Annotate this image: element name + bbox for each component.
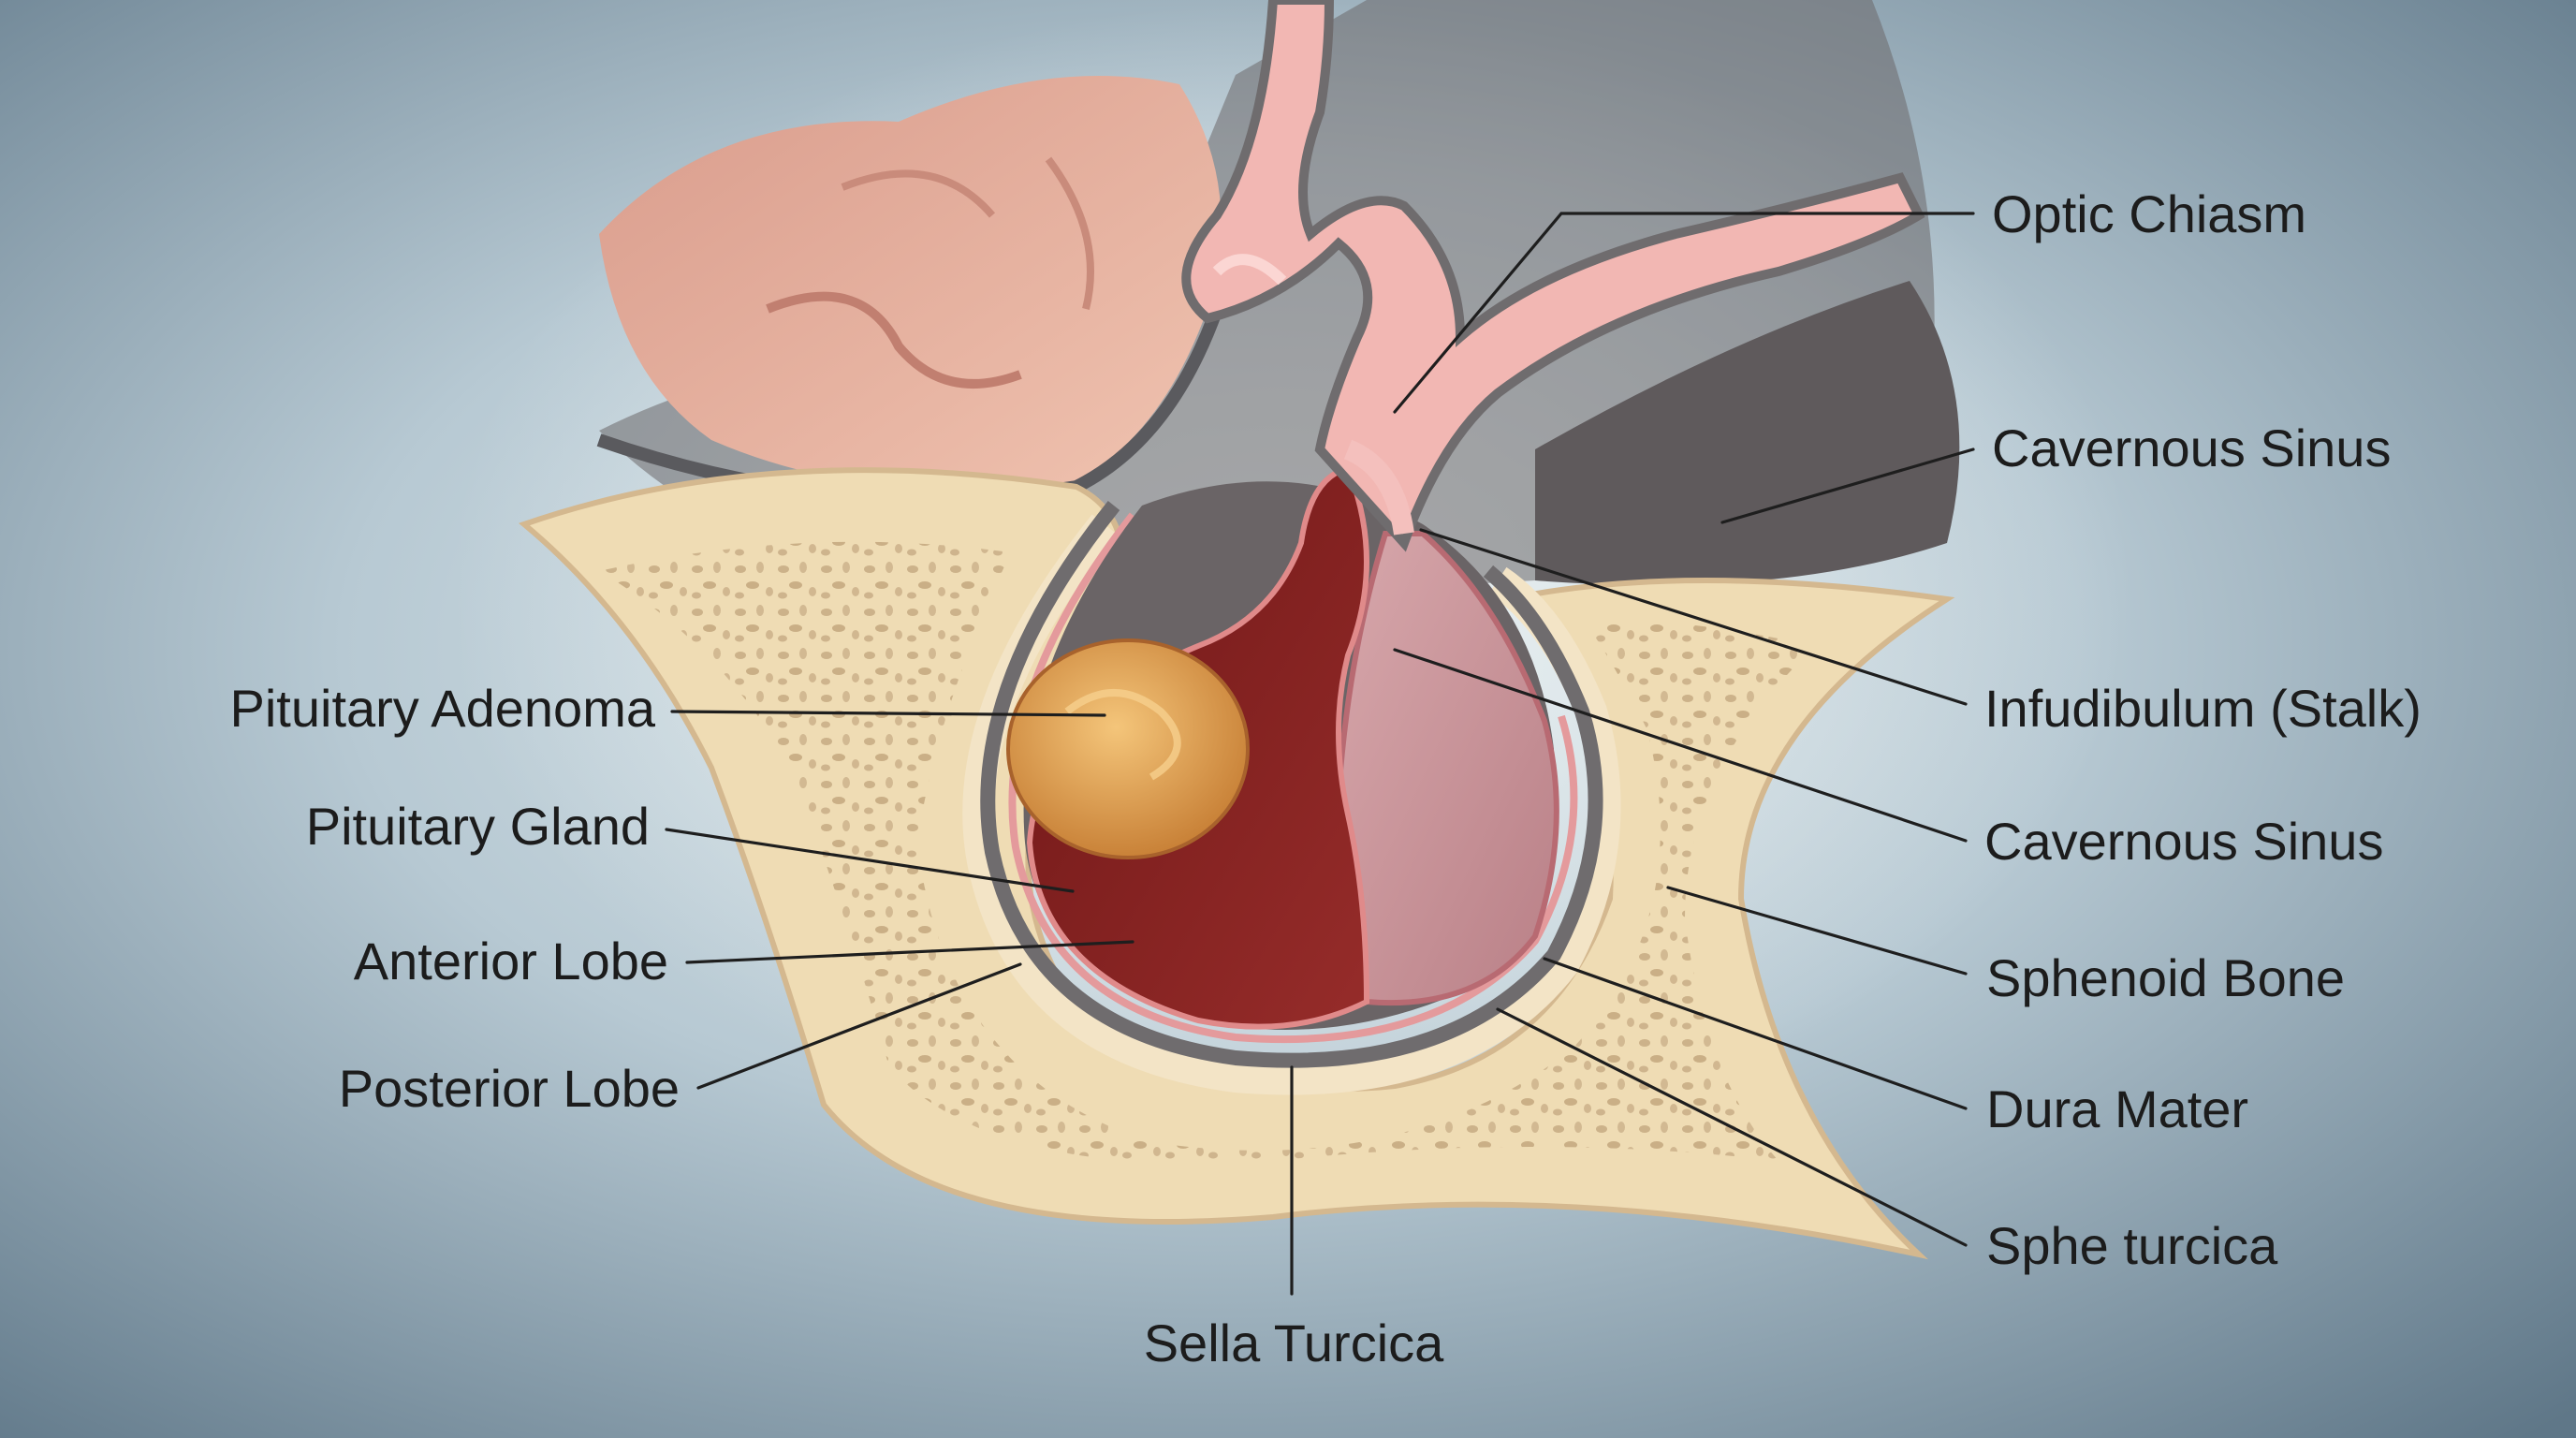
label-infundibulum: Infudibulum (Stalk) bbox=[1984, 679, 2422, 738]
posterior-lobe-shape bbox=[1335, 531, 1559, 1006]
leader-line-cavernous-sinus-upper bbox=[1720, 448, 1975, 524]
leader-line-optic-chiasm bbox=[1393, 212, 1975, 414]
label-sella-turcica: Sella Turcica bbox=[1144, 1313, 1444, 1372]
label-pituitary-gland: Pituitary Gland bbox=[306, 797, 650, 856]
leader-line-anterior-lobe bbox=[685, 940, 1134, 964]
leader-line-dura-mater bbox=[1543, 957, 1968, 1110]
leader-line-pituitary-gland bbox=[665, 828, 1075, 893]
leader-line-cavernous-sinus-lower bbox=[1393, 648, 1968, 843]
brain-fold bbox=[841, 169, 996, 218]
label-cavernous-sinus-upper: Cavernous Sinus bbox=[1992, 418, 2391, 477]
leader-line-pituitary-adenoma bbox=[670, 710, 1106, 717]
leader-line-sphe-turcica bbox=[1496, 1007, 1968, 1247]
label-dura-mater: Dura Mater bbox=[1986, 1079, 2248, 1138]
adenoma-texture bbox=[1064, 689, 1181, 781]
leader-line-infundibulum bbox=[1419, 528, 1968, 706]
infundibulum-stalk bbox=[1181, 0, 1925, 552]
label-posterior-lobe: Posterior Lobe bbox=[339, 1059, 680, 1118]
brain-fold bbox=[766, 291, 1022, 389]
label-optic-chiasm: Optic Chiasm bbox=[1992, 184, 2306, 243]
label-sphe-turcica: Sphe turcica bbox=[1986, 1216, 2278, 1275]
label-anterior-lobe: Anterior Lobe bbox=[354, 932, 668, 990]
stalk-base bbox=[1343, 439, 1414, 536]
label-sphenoid-bone: Sphenoid Bone bbox=[1986, 948, 2345, 1007]
label-pituitary-adenoma: Pituitary Adenoma bbox=[230, 679, 656, 738]
leader-line-posterior-lobe bbox=[696, 962, 1022, 1090]
cavernous-sinus-region bbox=[1535, 281, 1960, 585]
label-cavernous-sinus-lower: Cavernous Sinus bbox=[1984, 812, 2383, 871]
pituitary-adenoma-mass bbox=[1006, 638, 1250, 859]
stalk-highlight bbox=[1212, 254, 1287, 286]
leader-line-sphenoid-bone bbox=[1666, 886, 1968, 976]
brain-fold bbox=[1045, 156, 1094, 310]
